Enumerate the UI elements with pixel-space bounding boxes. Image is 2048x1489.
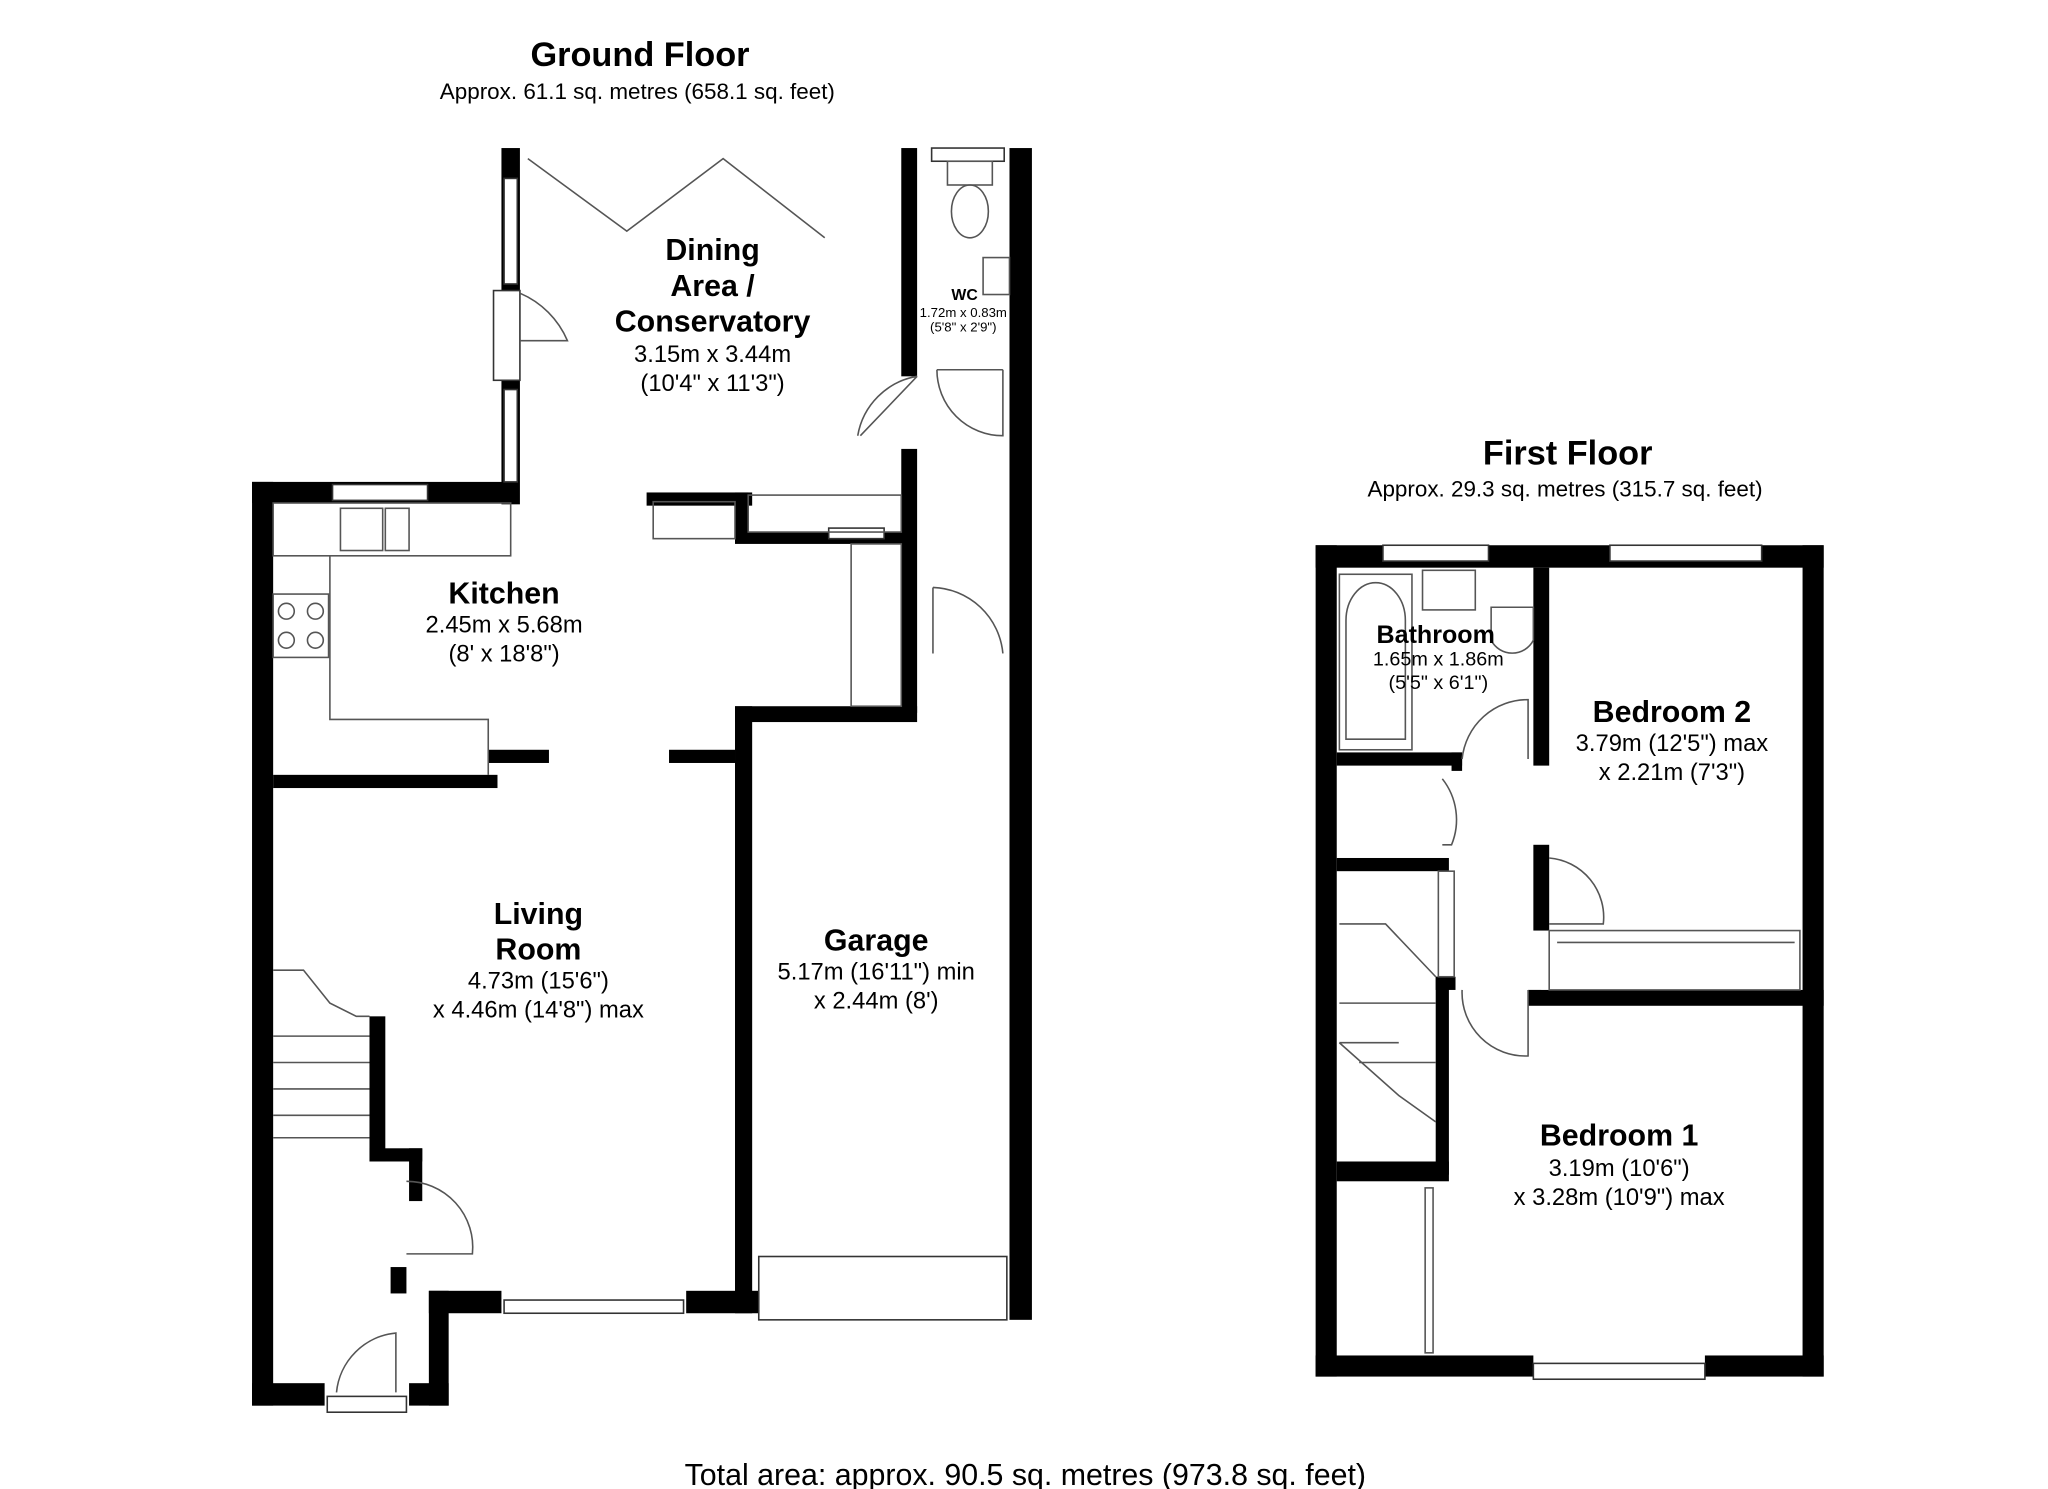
ground-floor-fixtures <box>272 147 1011 1414</box>
svg-text:(5'5" x 6'1"): (5'5" x 6'1") <box>1389 672 1489 694</box>
svg-text:4.73m (15'6"): 4.73m (15'6") <box>468 968 609 995</box>
svg-text:3.79m (12'5") max: 3.79m (12'5") max <box>1576 730 1769 757</box>
room-garage: Garage 5.17m (16'11") min x 2.44m (8') <box>778 924 975 1014</box>
room-bedroom-1: Bedroom 1 3.19m (10'6") x 3.28m (10'9") … <box>1514 1120 1725 1211</box>
ground-floor-walls <box>252 148 1032 1406</box>
svg-text:Conservatory: Conservatory <box>615 305 811 338</box>
room-dining-conservatory: Dining Area / Conservatory 3.15m x 3.44m… <box>615 234 811 397</box>
svg-text:3.15m x 3.44m: 3.15m x 3.44m <box>634 341 791 368</box>
svg-text:1.72m x 0.83m: 1.72m x 0.83m <box>920 305 1007 320</box>
svg-text:x 2.21m (7'3"): x 2.21m (7'3") <box>1599 759 1745 786</box>
svg-text:Dining: Dining <box>665 234 759 267</box>
first-floor-title: First Floor <box>1483 435 1653 473</box>
svg-text:Bedroom 1: Bedroom 1 <box>1540 1120 1699 1153</box>
total-area: Total area: approx. 90.5 sq. metres (973… <box>685 1459 1366 1489</box>
svg-text:(5'8" x 2'9"): (5'8" x 2'9") <box>930 319 996 334</box>
ground-floor-area: Approx. 61.1 sq. metres (658.1 sq. feet) <box>440 79 835 104</box>
svg-text:x 3.28m (10'9") max: x 3.28m (10'9") max <box>1514 1184 1725 1211</box>
svg-text:1.65m x 1.86m: 1.65m x 1.86m <box>1373 648 1504 670</box>
svg-text:Living: Living <box>494 898 583 931</box>
first-floor-fixtures <box>1338 544 1801 1381</box>
svg-text:x 2.44m (8'): x 2.44m (8') <box>814 987 939 1014</box>
room-wc: WC 1.72m x 0.83m (5'8" x 2'9") <box>920 287 1007 335</box>
svg-text:Kitchen: Kitchen <box>448 577 559 610</box>
room-kitchen: Kitchen 2.45m x 5.68m (8' x 18'8") <box>426 577 583 667</box>
svg-text:(8' x 18'8"): (8' x 18'8") <box>448 640 559 667</box>
first-floor-area: Approx. 29.3 sq. metres (315.7 sq. feet) <box>1367 476 1762 501</box>
svg-text:Area /: Area / <box>670 270 755 303</box>
room-living-room: Living Room 4.73m (15'6") x 4.46m (14'8"… <box>433 898 644 1024</box>
room-bathroom: Bathroom 1.65m x 1.86m (5'5" x 6'1") <box>1373 621 1504 694</box>
svg-text:3.19m (10'6"): 3.19m (10'6") <box>1549 1155 1690 1182</box>
svg-text:(10'4" x 11'3"): (10'4" x 11'3") <box>640 370 784 397</box>
svg-text:Garage: Garage <box>824 924 929 957</box>
ground-floor-title: Ground Floor <box>530 36 749 74</box>
svg-text:Bathroom: Bathroom <box>1377 621 1495 649</box>
svg-text:Room: Room <box>495 934 581 967</box>
svg-text:x 4.46m (14'8") max: x 4.46m (14'8") max <box>433 997 644 1024</box>
svg-text:WC: WC <box>951 287 977 304</box>
svg-text:5.17m (16'11") min: 5.17m (16'11") min <box>778 958 975 985</box>
svg-text:2.45m x 5.68m: 2.45m x 5.68m <box>426 611 583 638</box>
room-bedroom-2: Bedroom 2 3.79m (12'5") max x 2.21m (7'3… <box>1576 696 1769 786</box>
svg-text:Bedroom 2: Bedroom 2 <box>1593 696 1752 729</box>
